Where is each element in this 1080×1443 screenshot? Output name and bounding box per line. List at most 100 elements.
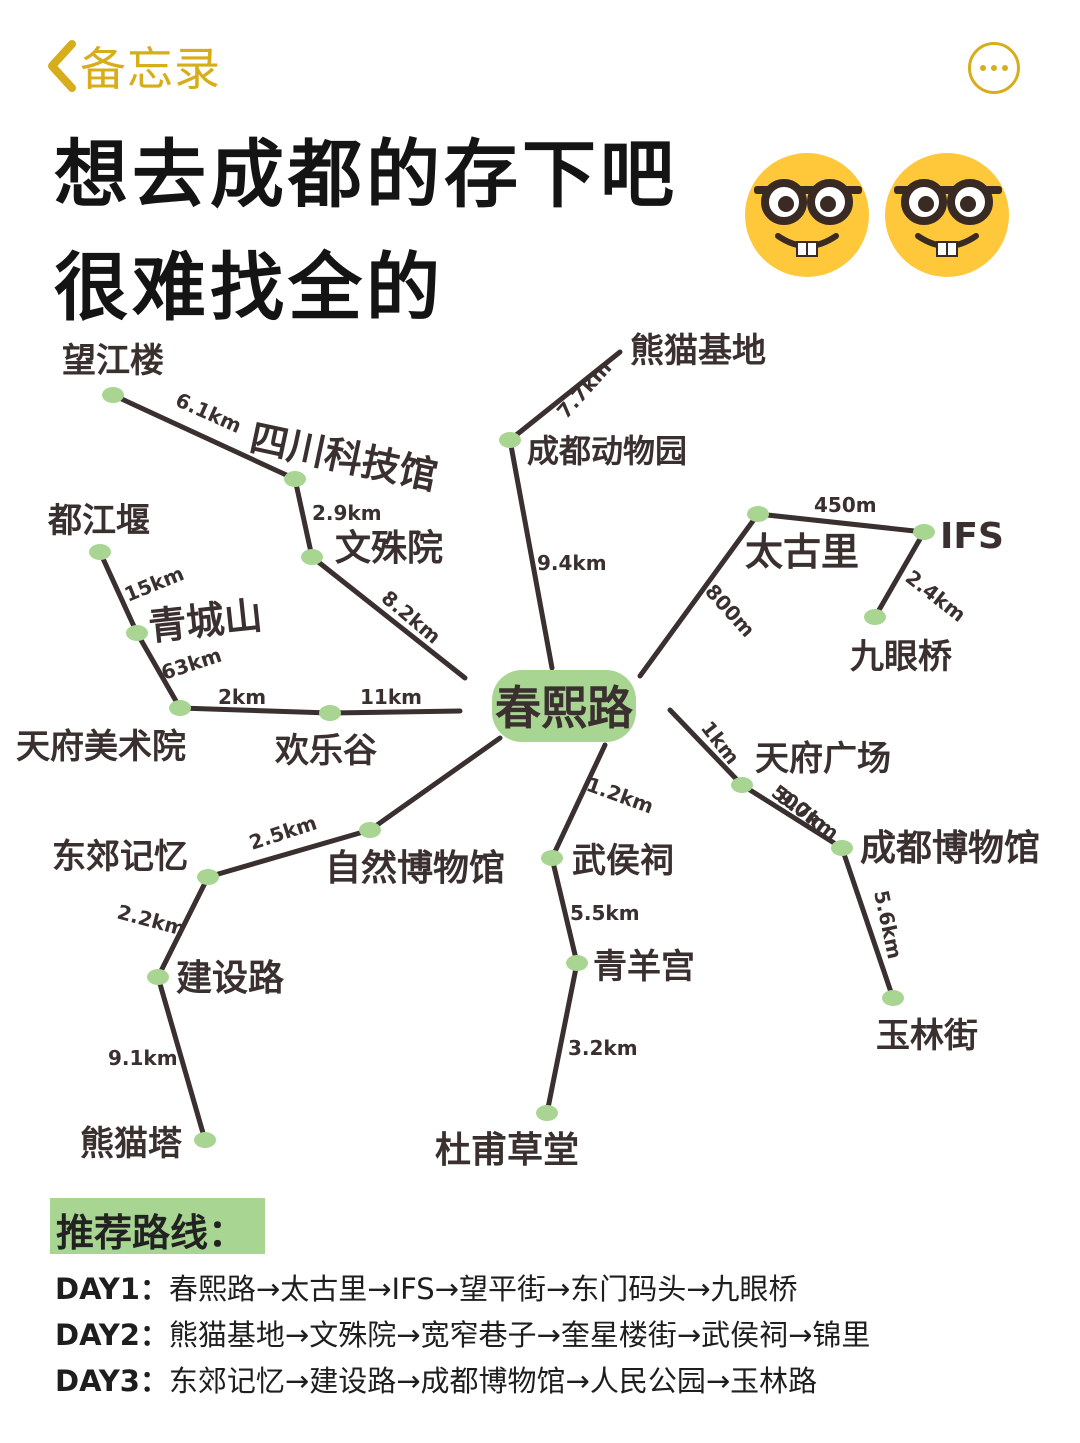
map-node (194, 1132, 216, 1148)
map-node (864, 609, 886, 625)
map-node (319, 705, 341, 721)
route-line (549, 742, 608, 861)
distance-label: 9.4km (537, 551, 607, 575)
place-label: 青城山 (146, 593, 264, 649)
route-line (667, 707, 745, 788)
map-node (169, 700, 191, 716)
distance-label: 2.4km (901, 565, 971, 627)
map-node (566, 955, 588, 971)
place-label: 熊猫基地 (630, 331, 766, 371)
nerd-face-emoji-icon (885, 153, 1009, 277)
place-label: 太古里 (745, 530, 859, 574)
distance-label: 7.7km (552, 356, 616, 424)
back-button[interactable]: 备忘录 (44, 36, 221, 96)
distance-label: 2km (218, 685, 266, 709)
map-node (126, 625, 148, 641)
center-highlight (492, 670, 636, 742)
day-route: DAY1：春熙路→太古里→IFS→望平街→东门码头→九眼桥 (55, 1266, 798, 1308)
map-node (147, 969, 169, 985)
route-line (110, 392, 298, 482)
place-label: 九眼桥 (850, 637, 952, 677)
place-label: 熊猫塔 (80, 1124, 183, 1164)
place-label: 东郊记忆 (52, 837, 188, 877)
distance-label: 63km (158, 643, 224, 685)
map-node (102, 387, 124, 403)
route-line (507, 437, 555, 671)
route-line (755, 511, 927, 535)
route-line (155, 874, 211, 980)
page-title-line2: 很难找全的 (54, 245, 444, 331)
place-label: 文殊院 (335, 528, 443, 569)
route-line (97, 549, 140, 636)
day-route: DAY3：东郊记忆→建设路→成都博物馆→人民公园→玉林路 (55, 1358, 817, 1400)
route-line (507, 349, 623, 443)
day-label: DAY1： (55, 1272, 169, 1306)
place-label: IFS (940, 516, 1004, 557)
map-node (913, 524, 935, 540)
place-label: 自然博物馆 (325, 847, 505, 889)
place-label: 青羊宫 (593, 947, 695, 987)
route-line (872, 529, 927, 620)
day-label: DAY2： (55, 1318, 169, 1352)
place-label: 杜甫草堂 (435, 1130, 579, 1171)
day-route: DAY2：熊猫基地→文殊院→宽窄巷子→奎星楼街→武侯祠→锦里 (55, 1312, 870, 1354)
center-label: 春熙路 (495, 681, 634, 735)
distance-label: 800m (700, 579, 760, 642)
map-node (882, 990, 904, 1006)
route-line (367, 735, 503, 833)
map-node (197, 869, 219, 885)
route-line (544, 960, 580, 1116)
place-label: 成都动物园 (527, 432, 687, 470)
place-label: 欢乐谷 (274, 731, 377, 771)
distance-label: 450m (814, 493, 877, 517)
distance-label: 6.1km (172, 388, 245, 438)
place-label: 望江楼 (62, 341, 164, 381)
map-node (731, 777, 753, 793)
map-node (747, 506, 769, 522)
route-line (177, 705, 333, 716)
place-label: 都江堰 (47, 501, 150, 541)
route-line (309, 554, 468, 681)
distance-label: 3.2km (568, 1036, 638, 1060)
map-node (499, 432, 521, 448)
map-node (831, 840, 853, 856)
page-title-line1: 想去成都的存下吧 (54, 132, 678, 218)
place-label: 成都博物馆 (860, 828, 1040, 869)
day-route-text: 东郊记忆→建设路→成都博物馆→人民公园→玉林路 (168, 1364, 818, 1398)
distance-label: 15km (121, 561, 187, 606)
day-route-text: 春熙路→太古里→IFS→望平街→东门码头→九眼桥 (168, 1272, 798, 1306)
route-line (637, 511, 761, 679)
route-line (327, 708, 463, 716)
distance-label: 11km (360, 685, 422, 709)
distance-label: 5.5km (570, 901, 640, 925)
ellipsis-icon[interactable] (968, 42, 1020, 94)
recommend-header: 推荐路线： (50, 1198, 265, 1255)
place-label: 四川科技馆 (246, 416, 441, 499)
map-node (89, 544, 111, 560)
map-node (536, 1105, 558, 1121)
recommend-title: 推荐路线： (56, 1211, 247, 1255)
map-node (541, 850, 563, 866)
place-label: 武侯祠 (572, 841, 674, 881)
route-line (205, 827, 373, 880)
route-line (839, 845, 896, 1001)
place-label: 天府广场 (755, 739, 891, 779)
map-node (359, 822, 381, 838)
place-label: 建设路 (176, 958, 285, 999)
day-route-text: 熊猫基地→文殊院→宽窄巷子→奎星楼街→武侯祠→锦里 (168, 1318, 871, 1352)
route-line (549, 855, 580, 966)
distance-label: 2.9km (312, 501, 382, 525)
map-node (284, 471, 306, 487)
distance-label: 1.2km (583, 772, 657, 818)
place-label: 玉林街 (876, 1016, 978, 1056)
back-label: 备忘录 (80, 42, 221, 96)
route-line (739, 782, 845, 851)
route-line (292, 476, 315, 560)
distance-label: 9.1km (108, 1046, 178, 1070)
day-label: DAY3： (55, 1364, 169, 1398)
nerd-face-emoji-icon (745, 153, 869, 277)
chevron-left-icon (48, 40, 76, 92)
route-line (155, 974, 208, 1143)
map-node (301, 549, 323, 565)
